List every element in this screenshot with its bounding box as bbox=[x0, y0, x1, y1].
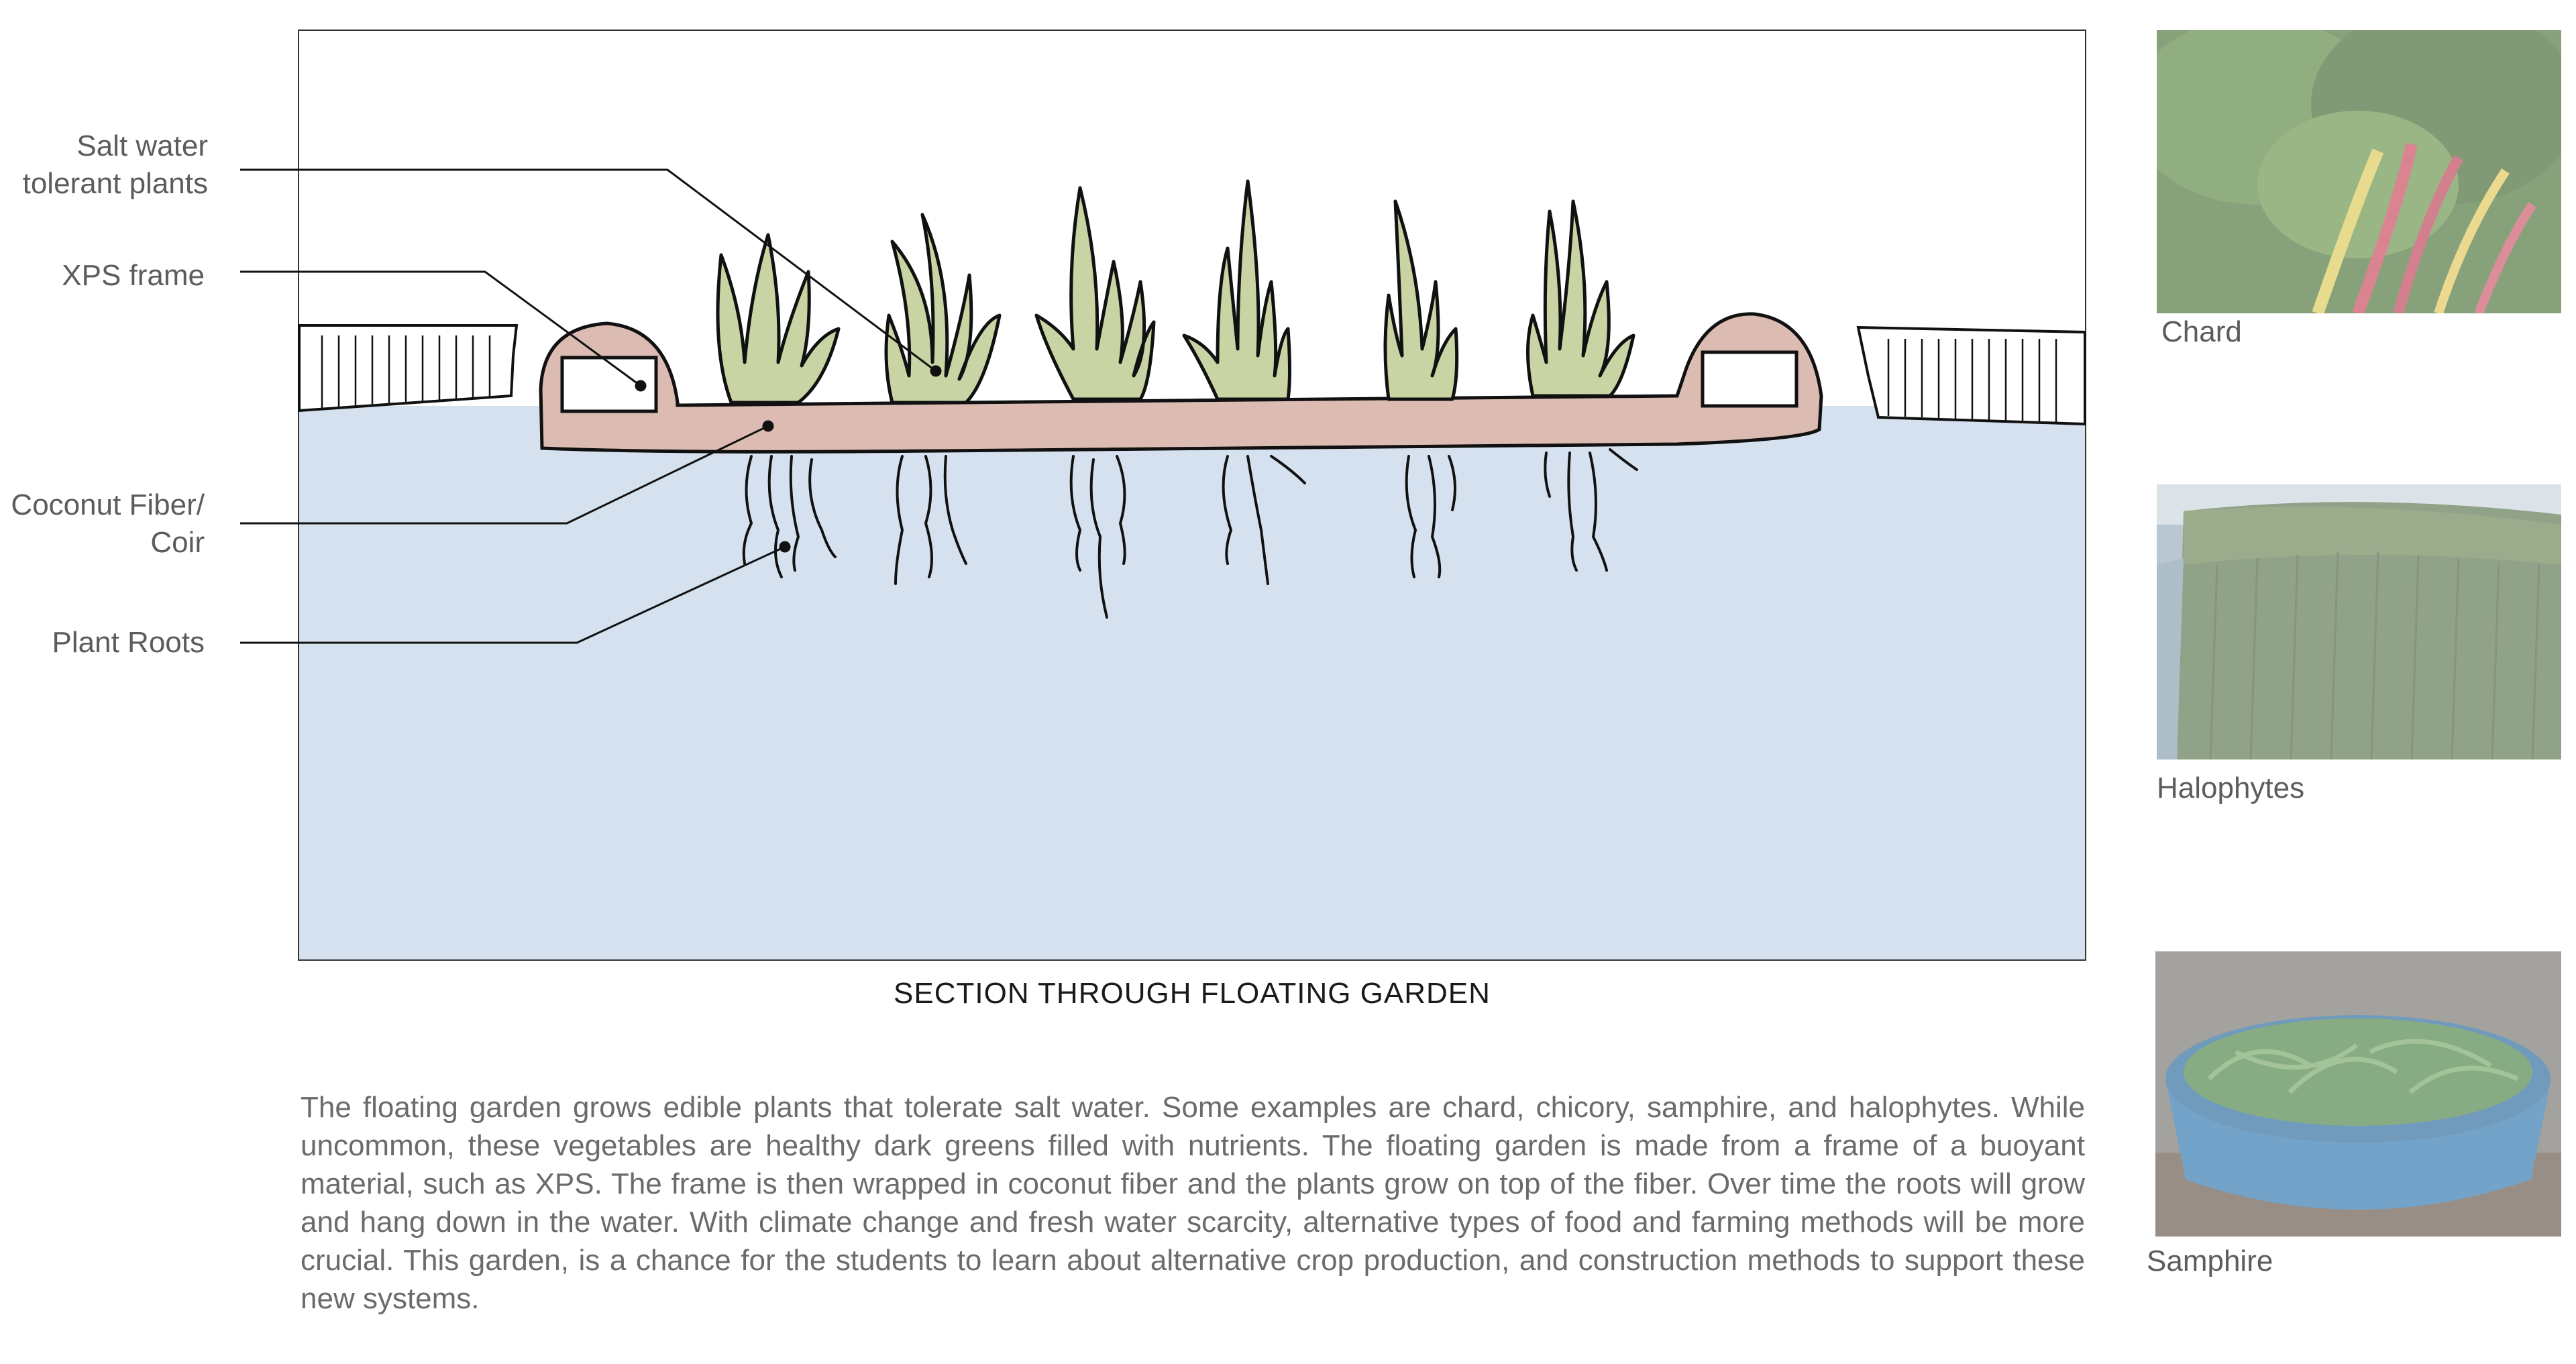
leader-xps-frame bbox=[240, 270, 641, 387]
halophytes-photo bbox=[2157, 484, 2561, 759]
left-dock bbox=[298, 324, 519, 413]
plant-5 bbox=[1383, 199, 1459, 401]
floating-frame bbox=[539, 312, 1823, 454]
leader-coconut-fiber bbox=[240, 425, 769, 525]
halophytes-caption: Halophytes bbox=[2157, 772, 2305, 804]
water-body bbox=[299, 406, 2085, 959]
label-plant-roots: Plant Roots bbox=[52, 626, 205, 659]
label-xps-frame: XPS frame bbox=[62, 259, 205, 292]
plant-6 bbox=[1526, 199, 1635, 398]
chard-caption: Chard bbox=[2161, 315, 2242, 348]
plant-4 bbox=[1182, 179, 1291, 401]
section-title: SECTION THROUGH FLOATING GARDEN bbox=[894, 977, 1491, 1010]
plant-1 bbox=[716, 233, 841, 405]
plants bbox=[716, 179, 1635, 405]
leader-salt-plants bbox=[240, 168, 936, 372]
section-frame bbox=[298, 30, 2086, 961]
label-coconut-fiber: Coconut Fiber/ Coir bbox=[11, 488, 205, 559]
plant-roots bbox=[742, 448, 1638, 619]
samphire-caption: Samphire bbox=[2147, 1245, 2273, 1277]
plant-3 bbox=[1034, 186, 1156, 401]
samphire-photo bbox=[2155, 951, 2561, 1237]
label-salt-water-plants: Salt water tolerant plants bbox=[22, 129, 208, 200]
leader-plant-roots bbox=[240, 545, 786, 644]
right-dock bbox=[1856, 325, 2086, 426]
chard-photo bbox=[2157, 30, 2561, 313]
xps-block-right bbox=[1701, 350, 1799, 408]
description-paragraph: The floating garden grows edible plants … bbox=[301, 1091, 2085, 1315]
leader-lines bbox=[240, 168, 942, 644]
